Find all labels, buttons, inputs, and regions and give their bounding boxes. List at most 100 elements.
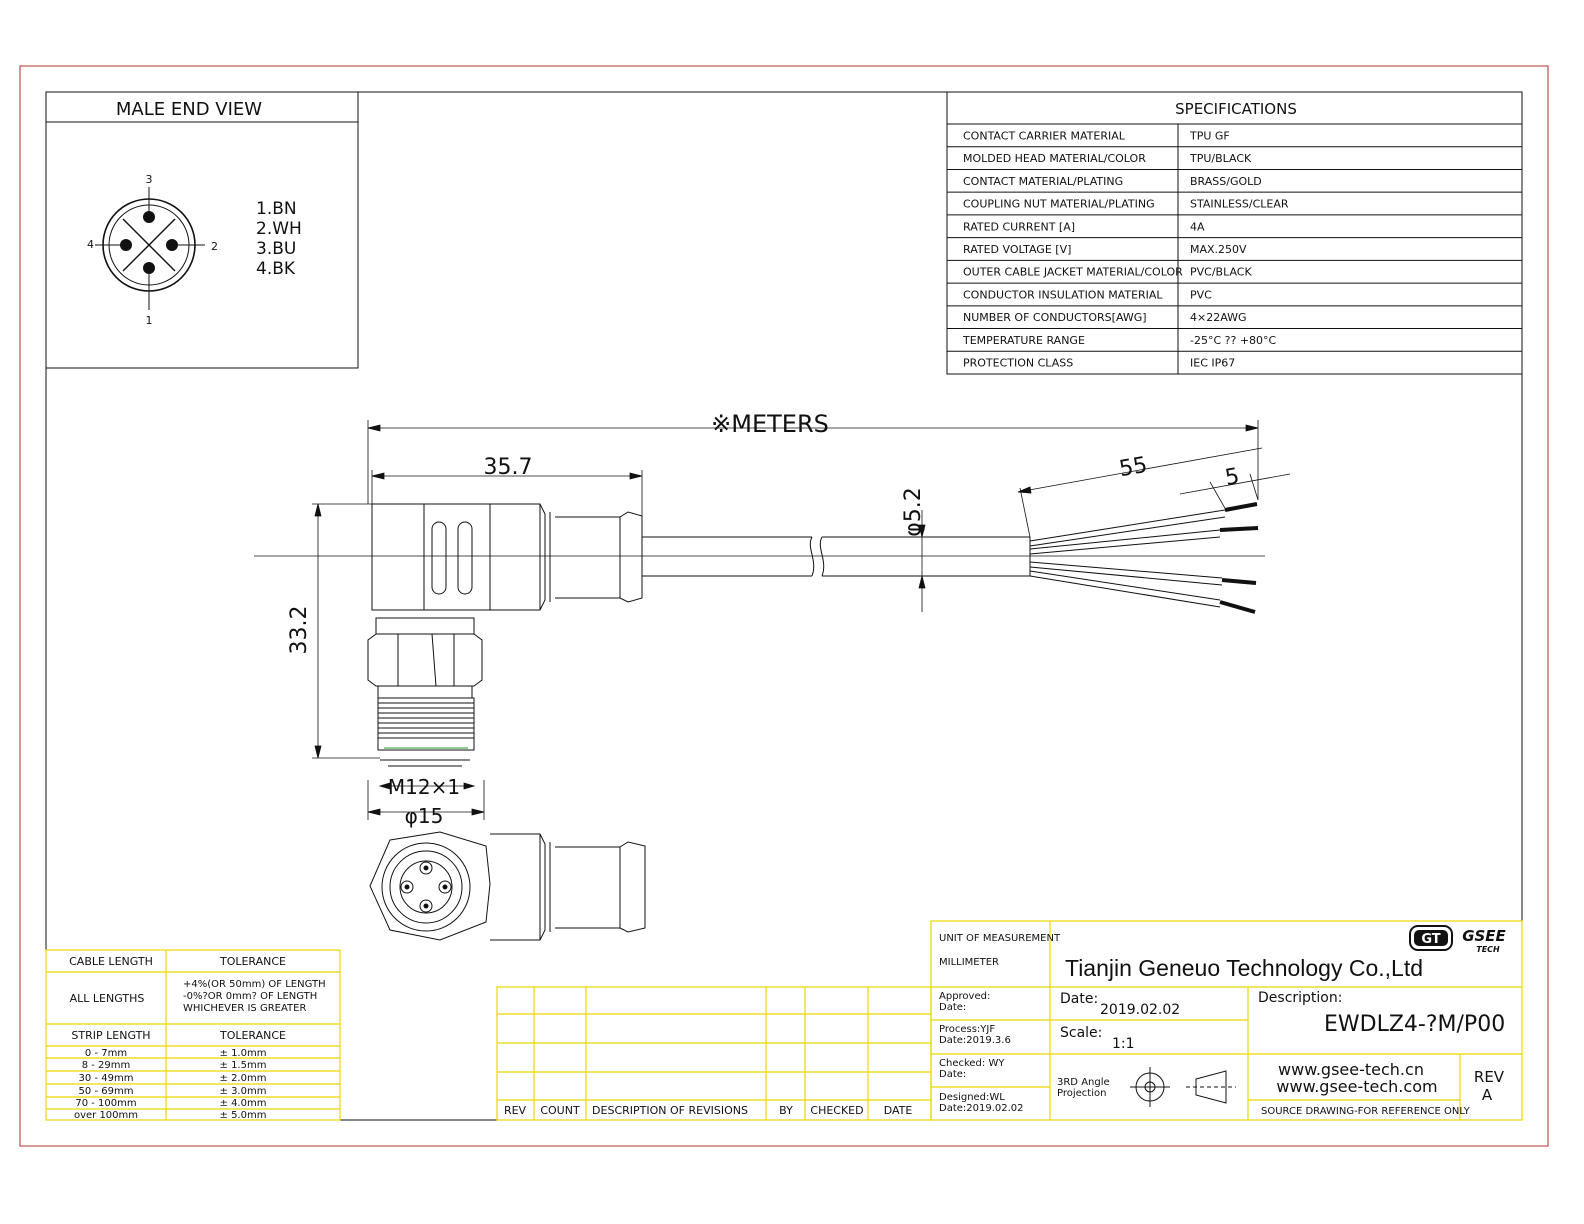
approved-label: Approved: xyxy=(939,991,990,1002)
logo-brand: GSEE xyxy=(1462,927,1506,945)
dim-strip-length: 55 xyxy=(1117,453,1149,482)
pin-2 xyxy=(166,239,178,251)
scale-label: Scale: xyxy=(1060,1025,1102,1041)
rev-value: A xyxy=(1482,1086,1493,1104)
pin-color-4: 4.BK xyxy=(256,259,296,279)
tol-header-tolerance: TOLERANCE xyxy=(219,955,286,968)
description-label: Description: xyxy=(1258,990,1342,1006)
checked-date: Date: xyxy=(939,1069,966,1080)
strip-range: 70 - 100mm xyxy=(75,1098,136,1109)
spec-label: NUMBER OF CONDUCTORS[AWG] xyxy=(963,311,1147,324)
dim-thread: M12×1 xyxy=(388,775,460,799)
projection-line2: Projection xyxy=(1057,1088,1106,1099)
strip-tolerance: ± 4.0mm xyxy=(220,1098,267,1109)
dim-cable-diameter: φ5.2 xyxy=(901,487,926,537)
strip-tolerance: ± 3.0mm xyxy=(220,1086,267,1097)
tol-all-lengths-line2: -0%?OR 0mm? OF LENGTH xyxy=(183,991,317,1002)
spec-value: MAX.250V xyxy=(1190,243,1247,256)
pin-color-1: 1.BN xyxy=(256,199,297,219)
projection-symbol xyxy=(1130,1067,1236,1107)
spec-value: 4A xyxy=(1190,220,1205,233)
spec-value: PVC/BLACK xyxy=(1190,266,1252,279)
spec-label: PROTECTION CLASS xyxy=(963,357,1073,370)
thread xyxy=(377,697,475,751)
spec-label: TEMPERATURE RANGE xyxy=(962,334,1085,347)
description-value: EWDLZ4-?M/P00 xyxy=(1324,1012,1505,1037)
strip-tolerance: ± 2.0mm xyxy=(220,1073,267,1084)
cable-side-view xyxy=(254,502,1265,767)
spec-label: MOLDED HEAD MATERIAL/COLOR xyxy=(963,152,1146,165)
strip-range: 30 - 49mm xyxy=(79,1073,134,1084)
company-name: Tianjin Geneuo Technology Co.,Ltd xyxy=(1065,955,1423,981)
designed-date: Date:2019.02.02 xyxy=(939,1103,1024,1114)
pin-3 xyxy=(143,211,155,223)
tol-all-lengths-line1: +4%(OR 50mm) OF LENGTH xyxy=(183,979,326,990)
date-value: 2019.02.02 xyxy=(1100,1002,1180,1018)
scale-value: 1:1 xyxy=(1112,1036,1135,1052)
male-end-view-panel: MALE END VIEW 3 2 1 4 1.BN 2.WH 3.BU 4.B… xyxy=(45,91,359,369)
dim-head-height: 33.2 xyxy=(287,606,312,655)
dim-head-length: 35.7 xyxy=(484,455,533,480)
spec-value: PVC xyxy=(1190,288,1212,301)
title-block xyxy=(930,920,1523,1121)
spec-label: CONDUCTOR INSULATION MATERIAL xyxy=(963,288,1163,301)
dim-strip-end: 5 xyxy=(1223,464,1241,491)
rev-header-checked: CHECKED xyxy=(810,1104,863,1117)
rev-header-description: DESCRIPTION OF REVISIONS xyxy=(592,1104,748,1117)
rev-label: REV xyxy=(1474,1068,1505,1086)
spec-label: OUTER CABLE JACKET MATERIAL/COLOR xyxy=(963,266,1183,279)
process-date: Date:2019.3.6 xyxy=(939,1035,1011,1046)
rev-header-by: BY xyxy=(779,1104,793,1117)
tol-strip-tolerance-header: TOLERANCE xyxy=(219,1029,286,1042)
source-note: SOURCE DRAWING-FOR REFERENCE ONLY xyxy=(1261,1106,1471,1117)
website-1: www.gsee-tech.cn xyxy=(1278,1060,1424,1079)
spec-value: BRASS/GOLD xyxy=(1190,175,1262,188)
spec-value: TPU/BLACK xyxy=(1189,152,1252,165)
pin-label-4: 4 xyxy=(87,238,94,251)
pin-1 xyxy=(143,262,155,274)
molded-head xyxy=(371,503,491,611)
strip-range: 8 - 29mm xyxy=(82,1060,131,1071)
male-end-view-title: MALE END VIEW xyxy=(116,99,262,120)
spec-label: RATED VOLTAGE [V] xyxy=(963,243,1071,256)
outer-frame xyxy=(19,65,1549,1147)
tol-header-cable: CABLE LENGTH xyxy=(69,955,153,968)
pin-label-3: 3 xyxy=(146,173,153,186)
pin-color-2: 2.WH xyxy=(256,219,302,239)
unit-value: MILLIMETER xyxy=(939,957,999,968)
strip-range: over 100mm xyxy=(74,1110,138,1121)
logo-sub: TECH xyxy=(1476,945,1500,954)
logo-mark: GT xyxy=(1421,932,1440,947)
pin-label-2: 2 xyxy=(211,240,218,253)
dimension-lines xyxy=(312,420,1291,820)
designed-label: Designed:WL xyxy=(939,1092,1005,1103)
strip-tolerance: ± 1.0mm xyxy=(220,1048,267,1059)
pin-color-3: 3.BU xyxy=(256,239,296,259)
spec-label: RATED CURRENT [A] xyxy=(963,220,1075,233)
strip-range: 50 - 69mm xyxy=(79,1086,134,1097)
pin-label-1: 1 xyxy=(146,314,153,327)
dim-nut-diameter: φ15 xyxy=(405,804,444,828)
date-label: Date: xyxy=(1060,991,1098,1007)
company-logo: GT GSEE TECH xyxy=(1409,925,1507,954)
tol-all-lengths-line3: WHICHEVER IS GREATER xyxy=(183,1003,306,1014)
spec-value: -25°C ?? +80°C xyxy=(1190,334,1277,347)
dim-cable-length: ※METERS xyxy=(711,410,829,438)
spec-value: TPU GF xyxy=(1189,129,1230,142)
pin-4 xyxy=(120,239,132,251)
approved-date: Date: xyxy=(939,1002,966,1013)
strip-tolerance: ± 1.5mm xyxy=(220,1060,267,1071)
rev-header-date: DATE xyxy=(884,1104,913,1117)
checked-label: Checked: WY xyxy=(939,1058,1005,1069)
connector-end-view xyxy=(369,831,646,941)
projection-line1: 3RD Angle xyxy=(1057,1077,1110,1088)
rev-header-rev: REV xyxy=(504,1104,527,1117)
spec-label: CONTACT MATERIAL/PLATING xyxy=(963,175,1123,188)
spec-label: COUPLING NUT MATERIAL/PLATING xyxy=(963,198,1155,211)
coupling-nut xyxy=(367,633,483,687)
spec-value: STAINLESS/CLEAR xyxy=(1190,198,1289,211)
strip-tolerance: ± 5.0mm xyxy=(220,1110,267,1121)
